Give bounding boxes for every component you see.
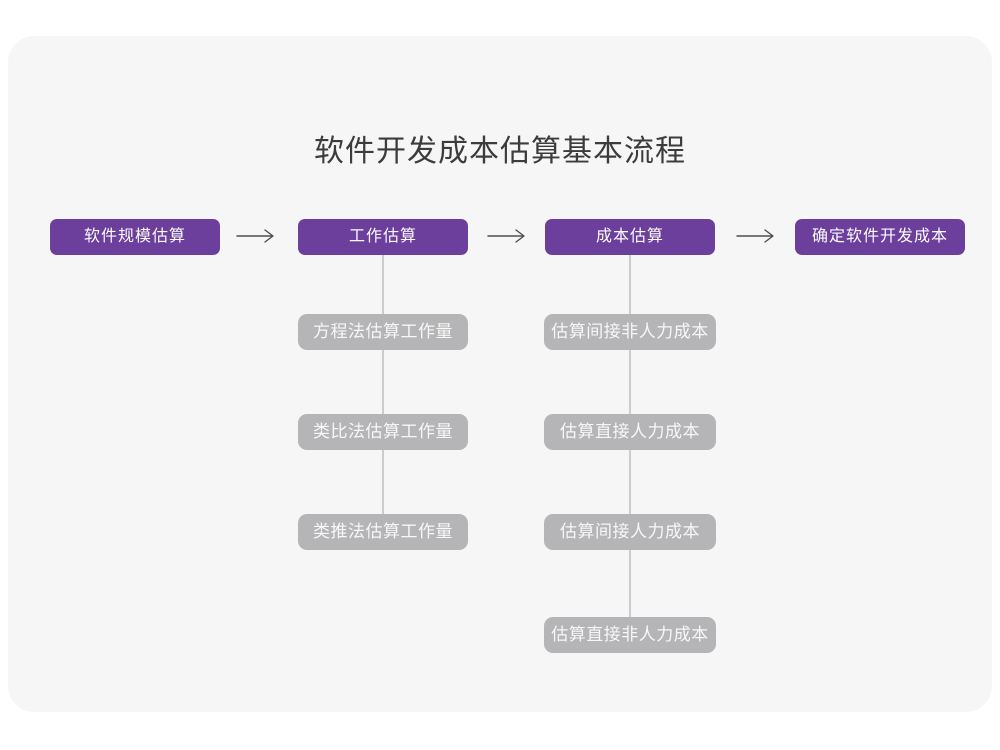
stage-node-software-scale-estimation: 软件规模估算: [50, 219, 220, 255]
sub-node-indirect-labor-cost: 估算间接人力成本: [544, 514, 716, 550]
sub-node-analogy-method-workload: 类比法估算工作量: [298, 414, 468, 450]
sub-node-direct-non-labor-cost: 估算直接非人力成本: [544, 617, 716, 653]
sub-node-equation-method-workload: 方程法估算工作量: [298, 314, 468, 350]
sub-node-direct-labor-cost: 估算直接人力成本: [544, 414, 716, 450]
stage-node-final-development-cost: 确定软件开发成本: [795, 219, 965, 255]
stage-node-work-estimation: 工作估算: [298, 219, 468, 255]
diagram-card: 软件开发成本估算基本流程 软件规模估算 工作估算 成本估算 确定软件开发成本: [8, 36, 992, 712]
diagram-title: 软件开发成本估算基本流程: [314, 135, 686, 168]
flow-arrow-icon: [487, 228, 529, 244]
sub-node-extrapolation-method-workload: 类推法估算工作量: [298, 514, 468, 550]
flow-arrow-icon: [736, 228, 778, 244]
sub-node-indirect-non-labor-cost: 估算间接非人力成本: [544, 314, 716, 350]
connector-line-work-estimation: [382, 254, 384, 518]
flow-arrow-icon: [236, 228, 278, 244]
stage-node-cost-estimation: 成本估算: [545, 219, 715, 255]
